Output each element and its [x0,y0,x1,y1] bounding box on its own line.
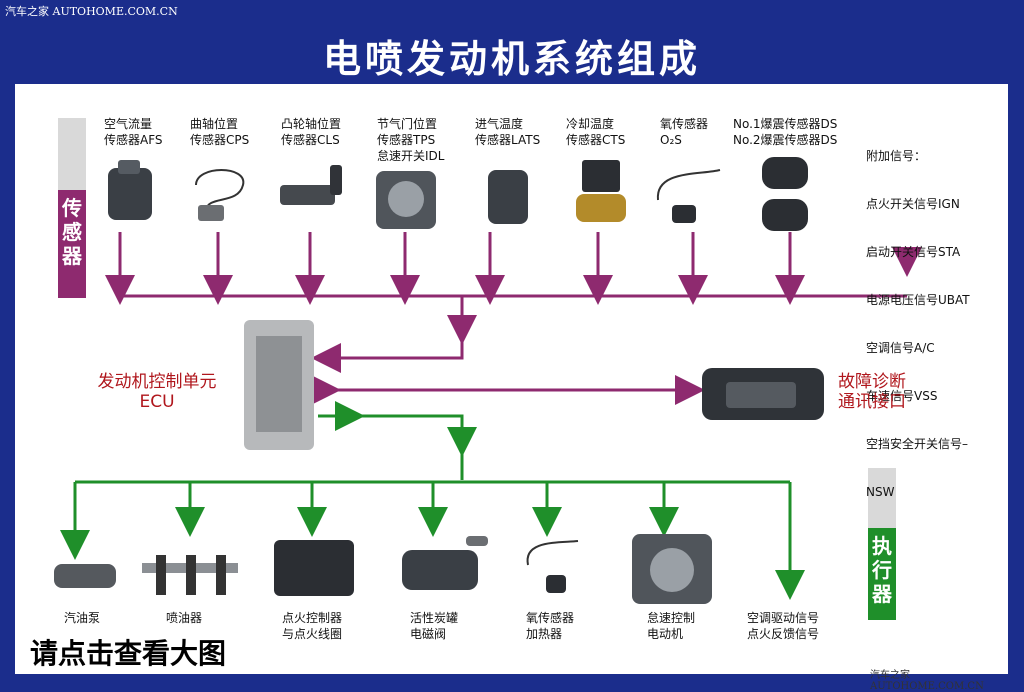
sensor-label-cls: 凸轮轴位置传感器CLS [281,117,342,147]
actuators-label: 执行器 [872,534,892,606]
view-large-image-link[interactable]: 请点击查看大图 [30,637,227,670]
canister-valve-icon [402,536,488,590]
actuator-label-canister: 活性炭罐电磁阀 [410,611,459,641]
injector-rail-icon [142,555,238,595]
cls-sensor-icon [280,165,342,205]
cps-sensor-icon [195,169,245,221]
sensor-label-afs: 空气流量传感器AFS [104,117,163,147]
actuator-label-fuel-pump: 汽油泵 [64,611,101,625]
sensors-label: 传感器 [62,196,82,268]
sensors-tab: 传感器 [58,118,86,298]
idle-motor-icon [632,534,712,604]
actuators-tab: 执行器 [868,468,896,620]
knock-sensor-icon [762,157,808,231]
o2-heater-icon [526,540,579,593]
watermark-top: 汽车之家 AUTOHOME.COM.CN [5,5,178,18]
sensor-label-lats: 进气温度传感器LATS [475,117,541,147]
ignition-coil-icon [274,540,354,596]
actuator-label-ignition: 点火控制器与点火线圈 [282,611,343,641]
actuator-label-injector: 喷油器 [166,611,203,625]
tps-sensor-icon [376,171,436,229]
diagnosis-label: 故障诊断通讯接口 [838,372,906,412]
o2s-sensor-icon [656,169,721,223]
page-title: 电喷发动机系统组成 [322,37,701,81]
sensor-bus [105,232,922,405]
sensor-label-cts: 冷却温度传感器CTS [566,117,626,147]
watermark-bottom: 汽车之家 AUTOHOME.COM.CN [870,670,984,692]
cts-sensor-icon [576,160,626,222]
diagnostic-connector-icon [702,368,824,420]
actuator-bus [60,401,805,600]
fuel-pump-icon [54,564,116,588]
sensor-label-cps: 曲轴位置传感器CPS [190,117,250,147]
actuator-label-idle: 怠速控制电动机 [647,611,696,641]
actuator-label-signals: 空调驱动信号点火反馈信号 [747,611,820,641]
afs-sensor-icon [108,160,152,220]
additional-signals: 附加信号： 点火开关信号IGN 启动开关信号STA 电源电压信号UBAT 空调信… [866,149,970,499]
ecu-unit-icon [244,320,314,450]
actuator-label-o2-heater: 氧传感器加热器 [526,611,575,641]
lats-sensor-icon [488,170,528,224]
